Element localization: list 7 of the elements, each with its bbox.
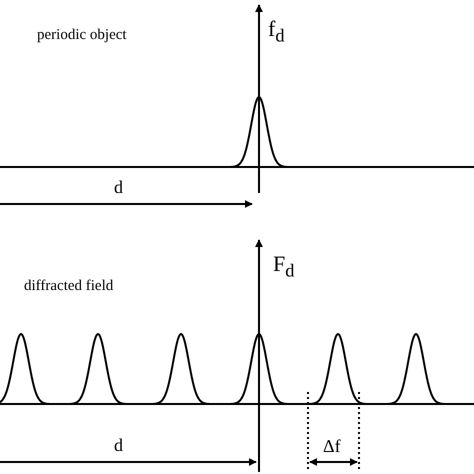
axis-label: f$_{d}$ [268, 18, 284, 45]
panel-title: diffracted field [24, 279, 114, 294]
axis-label: F$_{d}$ [273, 253, 294, 280]
dimension-label: Δf [323, 437, 341, 455]
dimension-label: d [114, 178, 123, 196]
panel-title: periodic object [37, 28, 127, 43]
dimension-label: d [114, 436, 123, 454]
